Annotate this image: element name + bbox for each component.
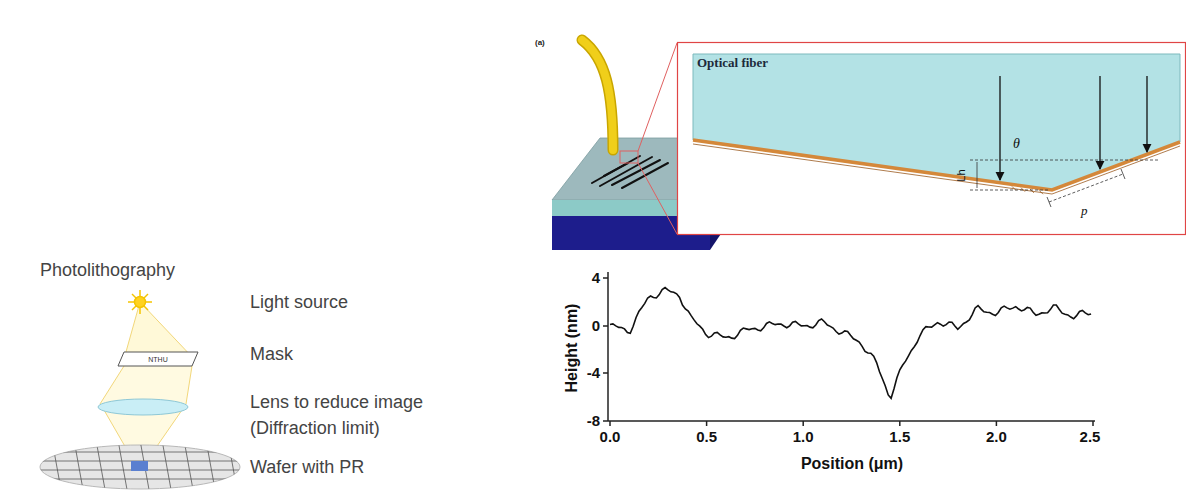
part-label: Lens to reduce image (Diffraction limit) <box>250 389 450 441</box>
wafer <box>30 440 250 495</box>
axis-tick-label: 4 <box>592 269 600 286</box>
inset-title: Optical fiber <box>697 56 768 69</box>
zoom-lines <box>620 43 677 234</box>
axis-title: Position (μm) <box>801 455 903 473</box>
grating-lines <box>592 156 668 188</box>
part-label: Wafer with PR <box>250 457 364 478</box>
part-label: Light source <box>250 292 348 313</box>
mask-plate: NTHU <box>118 352 198 366</box>
light-beam <box>100 302 194 462</box>
axis-tick-label: -8 <box>587 412 600 429</box>
section-title: Photolithography <box>40 260 175 281</box>
axis-tick-label: 1.0 <box>793 428 814 445</box>
axis-tick-label: -4 <box>587 364 600 381</box>
angle-symbol: θ <box>1013 137 1020 151</box>
dimension-label: p <box>1081 204 1088 217</box>
axis-tick-label: 1.5 <box>889 428 910 445</box>
panel-letter: (a) <box>535 38 545 47</box>
sun-icon <box>128 290 152 314</box>
mask-text: NTHU <box>148 356 167 363</box>
lens <box>98 399 188 415</box>
axis-title: Height (nm) <box>563 304 581 393</box>
axis-tick-label: 0.5 <box>696 428 717 445</box>
height-profile-line <box>610 288 1091 399</box>
optical-fiber <box>582 40 613 150</box>
axis-tick-label: 2.5 <box>1080 428 1101 445</box>
chart-axes <box>603 272 1095 426</box>
axis-tick-label: 0.0 <box>600 428 621 445</box>
zoom-inset: Optical fiber θLh p <box>677 42 1186 235</box>
axis-tick-label: 2.0 <box>986 428 1007 445</box>
dimension-label: Lh <box>956 169 967 181</box>
part-label: Mask <box>250 344 293 365</box>
axis-tick-label: 0 <box>592 317 600 334</box>
fiber-tip-drawing <box>677 42 1186 235</box>
